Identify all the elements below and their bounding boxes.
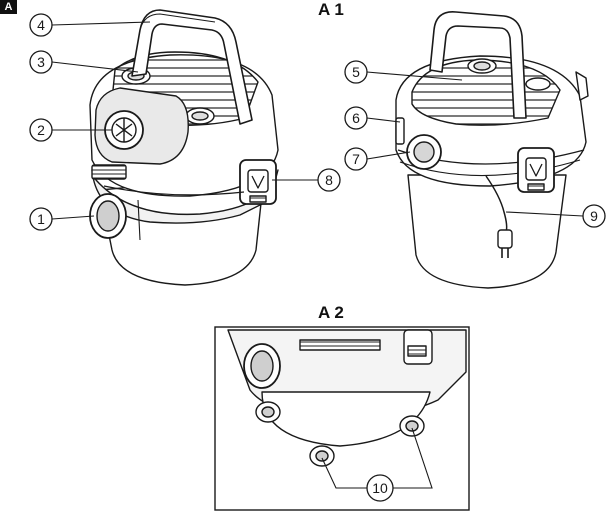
carry-handle-rear [429, 11, 527, 119]
brand-plate [91, 164, 127, 180]
panel-a2-title: A 2 [318, 303, 344, 322]
callout-2 [29, 118, 53, 142]
callout-8 [317, 168, 341, 192]
panel-a1-title: A 1 [318, 0, 344, 19]
caster-right [399, 415, 425, 437]
callout-9 [582, 204, 606, 228]
detail-a2 [214, 326, 470, 511]
callout-group [29, 13, 606, 502]
callout-1-label: 1 [37, 211, 45, 227]
callout-2-label: 2 [37, 122, 45, 138]
callout-9-label: 9 [590, 208, 598, 224]
callout-7-label: 7 [352, 151, 360, 167]
figure-tag: A [0, 0, 17, 14]
callout-6 [344, 106, 368, 130]
caster-front [309, 445, 335, 467]
caster-left [255, 401, 281, 423]
callout-3 [29, 50, 53, 74]
callout-3-label: 3 [37, 54, 45, 70]
callout-10-label: 10 [372, 480, 388, 496]
callout-1 [29, 207, 53, 231]
callout-5 [344, 60, 368, 84]
vacuum-front-view [89, 9, 279, 286]
callout-4 [29, 13, 53, 37]
drum-body-rear [407, 174, 567, 289]
vacuum-rear-view [395, 11, 589, 289]
callout-10 [366, 474, 394, 502]
power-plug [497, 229, 513, 249]
callout-4-label: 4 [37, 17, 45, 33]
side-slot [395, 117, 405, 145]
power-cord [485, 175, 508, 233]
callout-8-label: 8 [325, 172, 333, 188]
leader-lines [51, 21, 584, 489]
callout-7 [344, 147, 368, 171]
callout-5-label: 5 [352, 64, 360, 80]
drum-body [99, 174, 265, 286]
callout-6-label: 6 [352, 110, 360, 126]
